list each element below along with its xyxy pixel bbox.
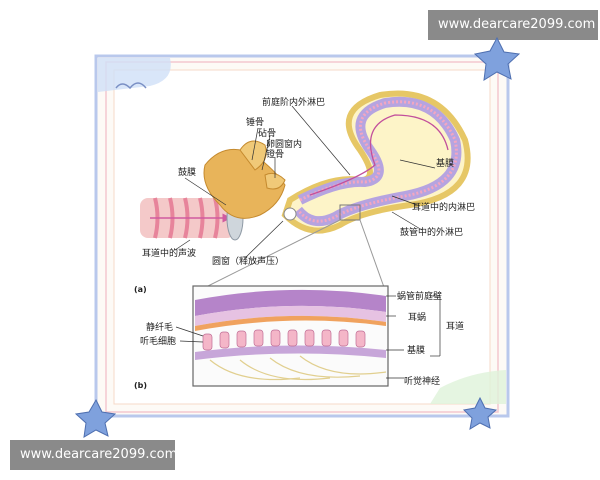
- label-eardrum: 鼓膜: [178, 166, 196, 178]
- label-tectorial-membrane: 耳蜗: [408, 312, 426, 323]
- label-canal: 耳道: [446, 320, 464, 332]
- label-stereocilia: 静纤毛: [146, 321, 173, 333]
- star-decoration: [74, 36, 521, 438]
- label-basilar: 基膜: [407, 344, 425, 356]
- label-oval-window-stapes-2: 镫骨: [266, 148, 284, 160]
- label-malleus: 锤骨: [246, 116, 264, 128]
- label-nerve: 听觉神经: [404, 375, 440, 387]
- watermark-top: www.dearcare2099.com: [428, 10, 598, 40]
- label-endolymph: 耳道中的内淋巴: [412, 201, 475, 213]
- panel-a-illustration: [140, 90, 471, 291]
- label-vestibular-membrane: 蜗管前庭壁: [397, 290, 442, 302]
- panel-a-tag: (a): [134, 285, 147, 294]
- panel-b-tag: (b): [134, 381, 147, 390]
- label-oval-window-stapes-1: 卵圆窗内: [266, 138, 302, 150]
- watermark-bottom: www.dearcare2099.com: [10, 440, 177, 470]
- label-hair-cells: 听毛细胞: [140, 335, 176, 347]
- label-tympanic-perilymph: 鼓管中的外淋巴: [400, 226, 463, 238]
- panel-b-illustration: [175, 285, 441, 387]
- label-basilar-membrane: 基膜: [436, 157, 454, 169]
- label-sound-wave: 耳道中的声波: [142, 247, 196, 259]
- label-vestibular-perilymph: 前庭阶内外淋巴: [262, 96, 325, 108]
- label-incus: 砧骨: [258, 127, 276, 139]
- label-round-window: 圆窗（释放声压）: [212, 255, 284, 267]
